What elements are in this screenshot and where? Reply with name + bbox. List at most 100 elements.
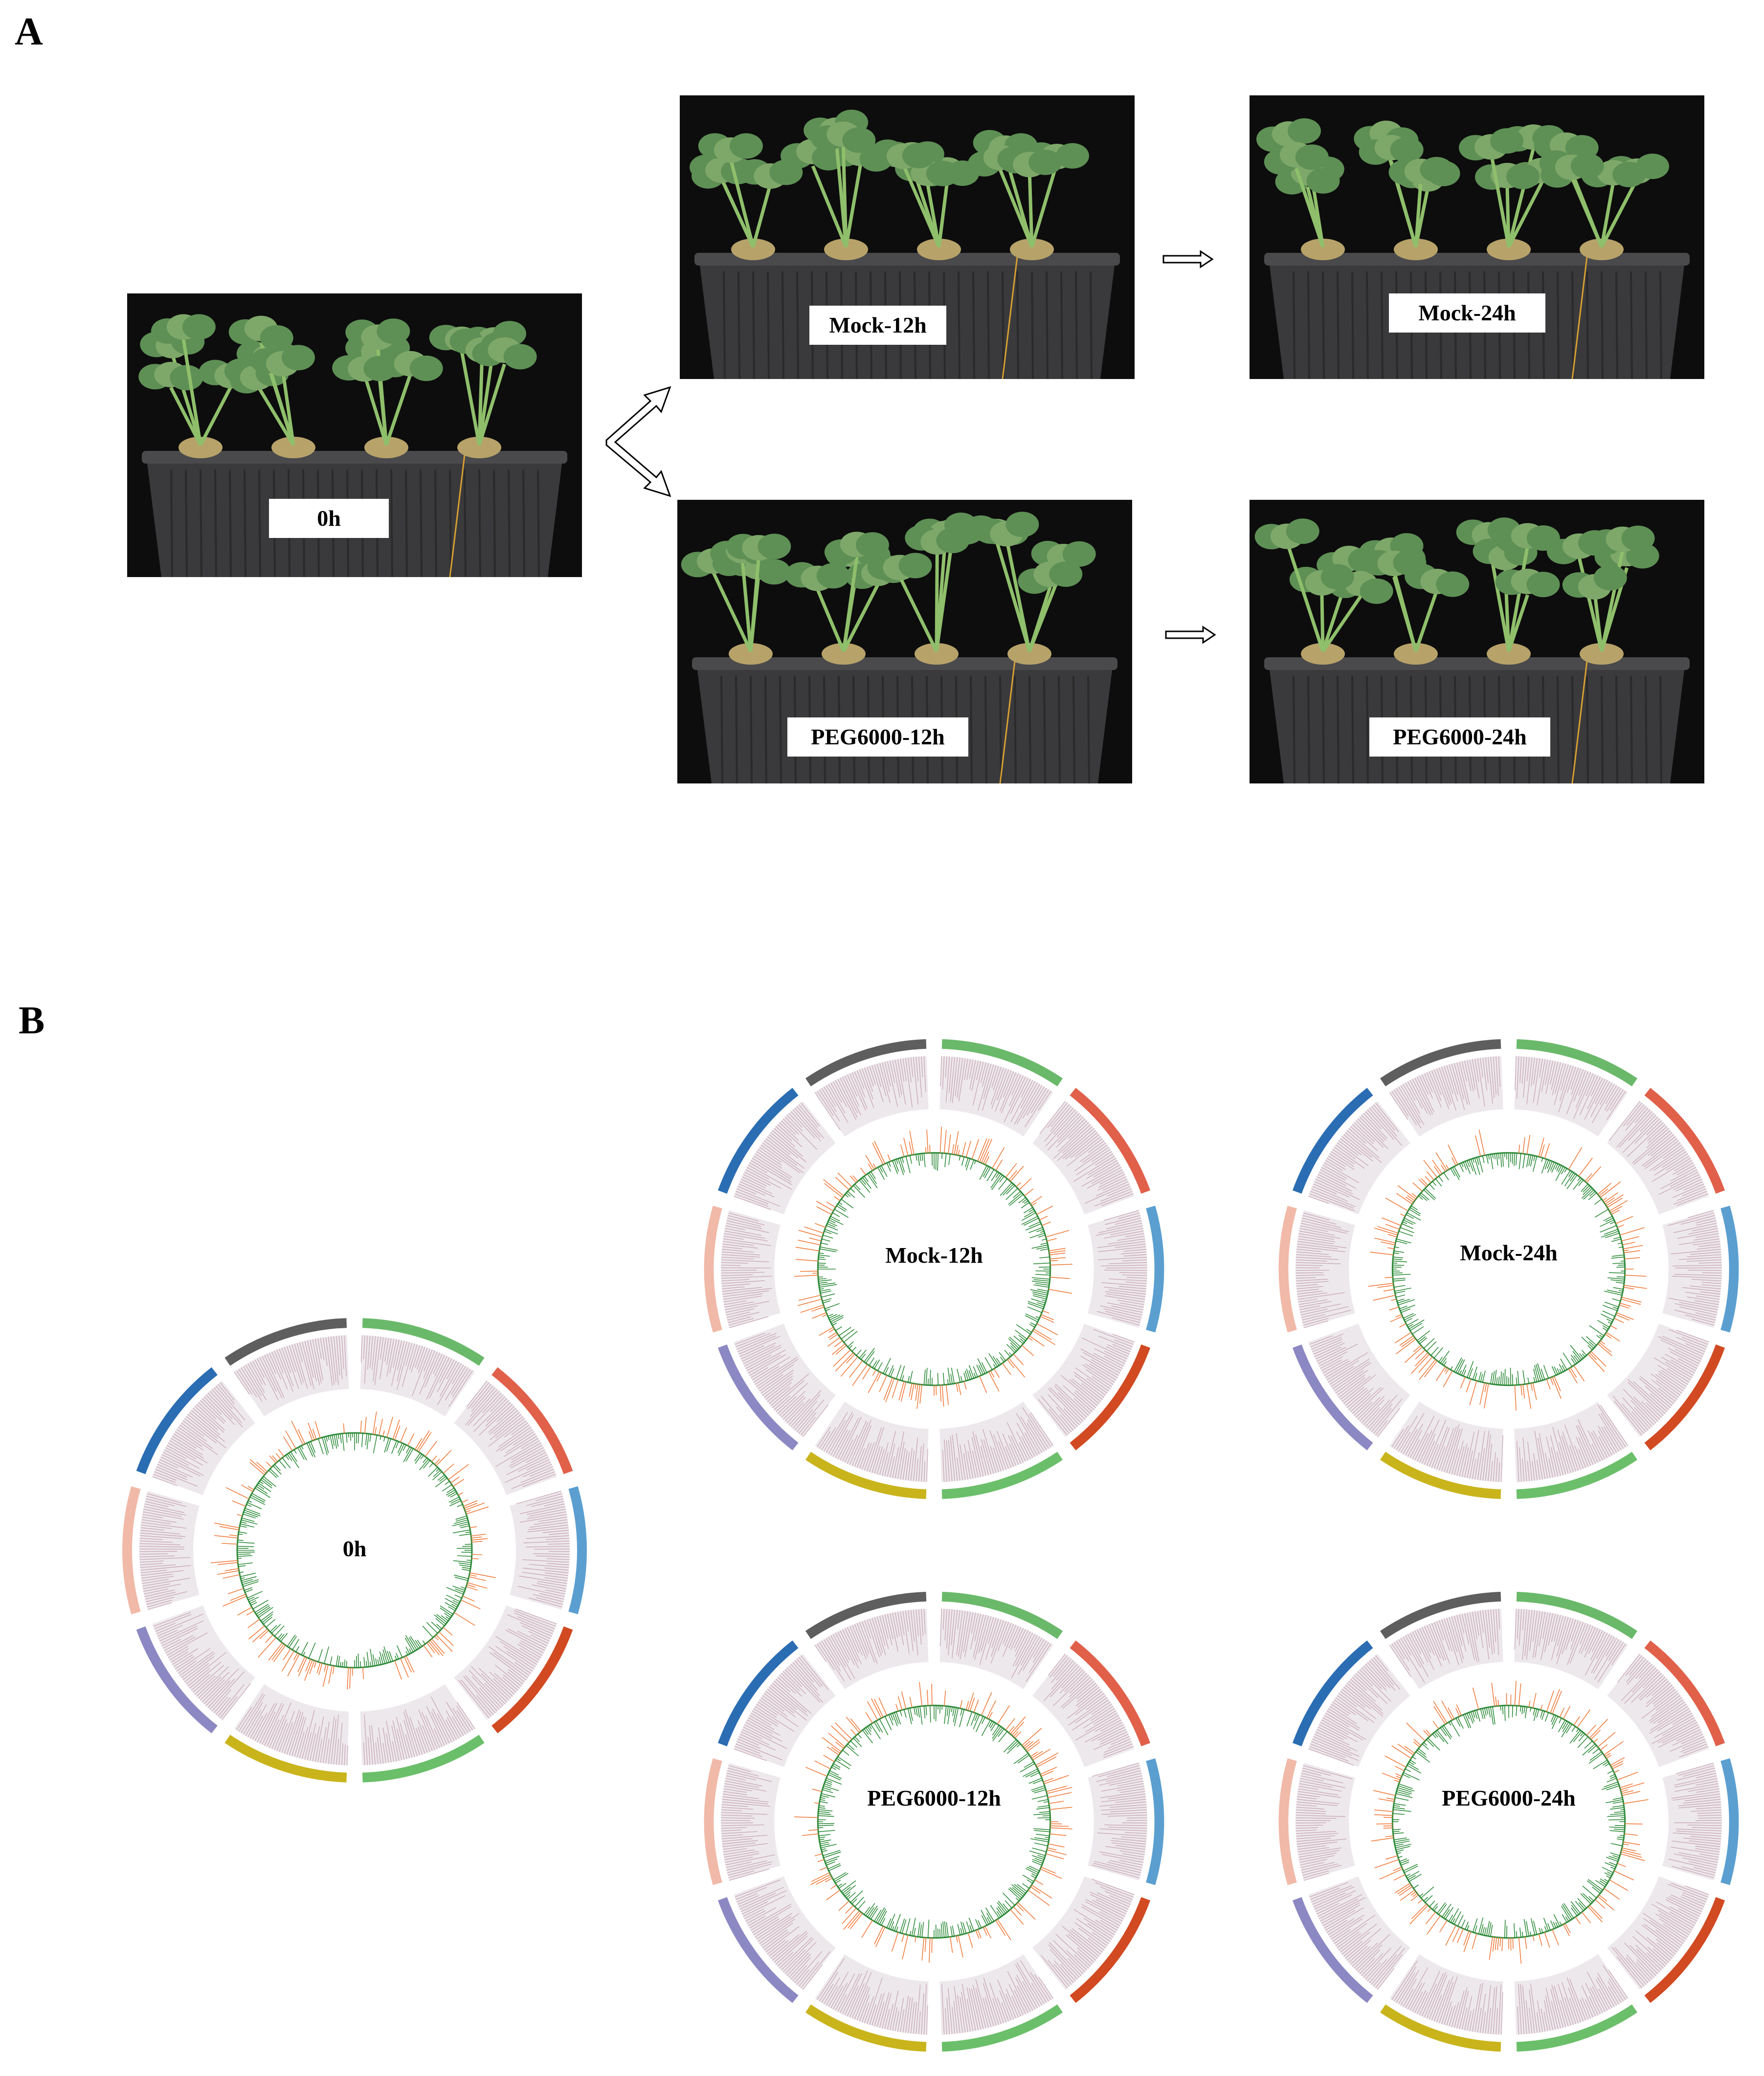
pot-rib (1616, 271, 1617, 379)
expression-bar (1496, 1378, 1497, 1384)
pot-rib (971, 676, 972, 783)
histogram-track-bg (1662, 1210, 1722, 1328)
expression-bar (832, 1323, 837, 1325)
expression-bar (878, 1362, 882, 1371)
expression-bar (1610, 1830, 1625, 1832)
expression-bar (366, 1661, 367, 1667)
photo-peg6000-12h: PEG6000-12h (677, 500, 1132, 783)
pot-rib (768, 271, 769, 379)
expression-bar (1460, 1370, 1462, 1374)
expression-bar (1429, 1901, 1435, 1907)
expression-bar (417, 1430, 429, 1451)
leaf (1321, 564, 1354, 590)
circos-graphic (682, 1570, 1186, 2074)
expression-bar (900, 1711, 902, 1716)
leaf (377, 318, 410, 344)
expression-bar (818, 1825, 833, 1826)
expression-bar (274, 1626, 284, 1636)
leaf (1307, 168, 1340, 194)
expression-bar (944, 1921, 946, 1938)
expression-bar (1520, 1928, 1521, 1938)
histogram-track-bg (153, 1606, 255, 1720)
expression-bar (993, 1364, 996, 1367)
expression-bar (1042, 1222, 1050, 1226)
stem (386, 374, 411, 445)
expression-bar (823, 1301, 830, 1303)
expression-bar (1500, 1153, 1501, 1167)
expression-bar (1413, 1741, 1420, 1747)
expression-bar (241, 1520, 257, 1524)
expression-bar (268, 1643, 282, 1660)
expression-bar (1613, 1307, 1618, 1309)
expression-bar (1384, 1277, 1392, 1278)
histogram-track-bg (734, 1101, 836, 1215)
expression-bar (1035, 1274, 1050, 1275)
expression-bar (314, 1661, 316, 1668)
expression-bar (815, 1854, 823, 1856)
expression-bar (939, 1929, 940, 1938)
expression-bar (1614, 1871, 1633, 1880)
expression-bar (318, 1649, 322, 1662)
expression-bar (841, 1329, 854, 1339)
expression-bar (1046, 1854, 1064, 1859)
expression-bar (922, 1938, 924, 1961)
expression-bar (282, 1458, 290, 1468)
expression-bar (930, 1370, 931, 1385)
expression-bar (1420, 1894, 1423, 1897)
expression-bar (1610, 1776, 1616, 1779)
expression-bar (1010, 1909, 1024, 1924)
stem (1029, 172, 1032, 247)
expression-bar (1461, 1920, 1465, 1928)
expression-bar (856, 1350, 861, 1355)
expression-bar (1557, 1368, 1560, 1374)
expression-bar (255, 1604, 268, 1612)
expression-bar (837, 1759, 841, 1761)
expression-bar (1404, 1773, 1420, 1780)
expression-bar (1009, 1337, 1021, 1347)
expression-bar (301, 1446, 303, 1449)
expression-bar (1426, 1730, 1431, 1735)
expression-bar (1616, 1282, 1624, 1283)
expression-bar (1035, 1880, 1043, 1885)
pot-rib (780, 676, 781, 783)
expression-bar (910, 1156, 912, 1164)
expression-bar (1395, 1844, 1404, 1846)
expression-bar (367, 1652, 369, 1667)
expression-bar (861, 1179, 866, 1184)
expression-bar (866, 1903, 875, 1916)
expression-bar (457, 1504, 463, 1507)
expression-bar (406, 1651, 408, 1655)
expression-bar (261, 1612, 273, 1621)
expression-bar (241, 1522, 246, 1523)
expression-bar (985, 1357, 992, 1369)
stem (1323, 596, 1361, 651)
expression-bar (1033, 1294, 1047, 1297)
expression-bar (901, 1382, 906, 1402)
expression-bar (1427, 1341, 1436, 1351)
expression-bar (241, 1577, 256, 1581)
expression-bar (818, 1813, 831, 1814)
expression-bar (1401, 1309, 1410, 1313)
expression-bar (1559, 1718, 1562, 1723)
expression-bar (1612, 1299, 1621, 1301)
expression-bar (423, 1641, 425, 1644)
expression-bar (223, 1575, 240, 1578)
expression-bar (973, 1366, 978, 1377)
expression-bar (804, 1227, 824, 1233)
stem (1029, 587, 1050, 651)
pot-rib (1602, 676, 1603, 783)
pot-rib (782, 271, 783, 379)
expression-bar (250, 1462, 265, 1474)
expression-bar (1589, 1325, 1604, 1336)
pot-rib (1660, 676, 1661, 783)
expression-bar (879, 1697, 887, 1716)
expression-bar (1600, 1879, 1608, 1883)
panel-a-letter: A (15, 10, 43, 54)
photo-label: PEG6000-24h (1369, 717, 1550, 757)
expression-bar (834, 1209, 848, 1218)
expression-bar (1610, 1280, 1624, 1281)
expression-bar (1034, 1830, 1049, 1832)
expression-bar (342, 1433, 344, 1451)
expression-bar (1604, 1888, 1620, 1899)
expression-bar (978, 1138, 987, 1161)
